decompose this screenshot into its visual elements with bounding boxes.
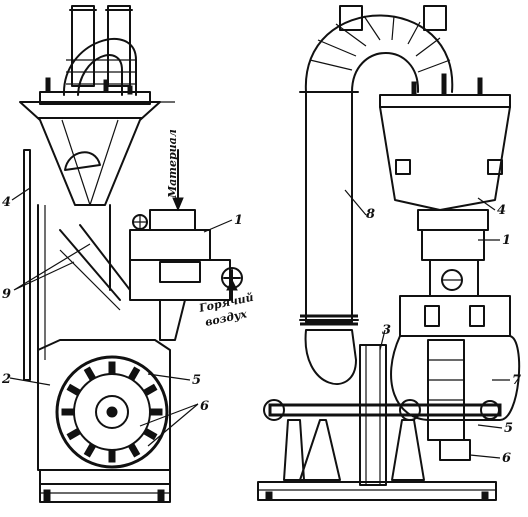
right-shaft-coupling-c <box>480 400 500 420</box>
left-feeder-hopper <box>149 209 196 231</box>
left-air-duct <box>159 299 186 341</box>
right-mill-assembly <box>257 5 521 501</box>
right-top-stub-b <box>423 5 447 31</box>
label-right-1: 1 <box>502 233 511 248</box>
left-motor-housing <box>129 259 231 301</box>
right-riser-pipe <box>305 91 353 323</box>
right-pedestal-b <box>299 419 341 481</box>
left-feeder-box <box>129 229 211 261</box>
right-drive-column <box>427 339 465 441</box>
label-left-2: 2 <box>1 372 11 387</box>
left-mill-assembly <box>9 5 243 503</box>
left-separator-cone <box>19 101 161 206</box>
right-duct-arch <box>304 14 454 93</box>
right-pedestal-c <box>391 419 425 481</box>
left-feed-chute <box>59 224 131 301</box>
right-separator-cone <box>379 106 511 211</box>
right-feed-section <box>421 229 485 261</box>
label-right-4: 4 <box>497 203 506 218</box>
label-right-8: 8 <box>366 207 375 222</box>
label-right-3: 3 <box>382 323 391 338</box>
right-gearbox <box>439 439 471 461</box>
right-upper-ring <box>417 209 489 231</box>
label-right-6: 6 <box>502 451 511 466</box>
right-lower-housing <box>399 295 511 337</box>
left-base-frame <box>39 469 171 485</box>
left-hammer-rotor <box>55 355 169 469</box>
right-cyclone-bottom <box>304 329 357 385</box>
left-top-pipe-b <box>107 5 131 87</box>
left-duct-arch <box>62 37 137 96</box>
label-left-5: 5 <box>192 373 201 388</box>
left-fan-casing <box>37 339 171 471</box>
label-right-7: 7 <box>512 373 521 388</box>
label-left-9: 9 <box>2 287 11 302</box>
left-rotor-hammers <box>61 361 163 463</box>
label-left-6: 6 <box>200 399 209 414</box>
label-left-1: 1 <box>234 213 243 228</box>
left-top-pipe-a <box>71 5 95 87</box>
right-cone-lug-b <box>487 159 503 175</box>
left-main-shaft <box>37 204 111 361</box>
label-right-5: 5 <box>504 421 513 436</box>
right-foundation <box>257 481 497 501</box>
right-top-plate <box>379 94 511 108</box>
left-inner-cone <box>64 151 101 171</box>
left-side-rod <box>23 149 31 381</box>
label-material: Материал <box>166 129 179 199</box>
left-top-plate <box>39 91 151 105</box>
label-left-4: 4 <box>2 195 11 210</box>
right-pedestal-a <box>283 419 305 481</box>
right-shaft-coupling-a <box>263 399 285 421</box>
right-cone-lug-a <box>395 159 411 175</box>
